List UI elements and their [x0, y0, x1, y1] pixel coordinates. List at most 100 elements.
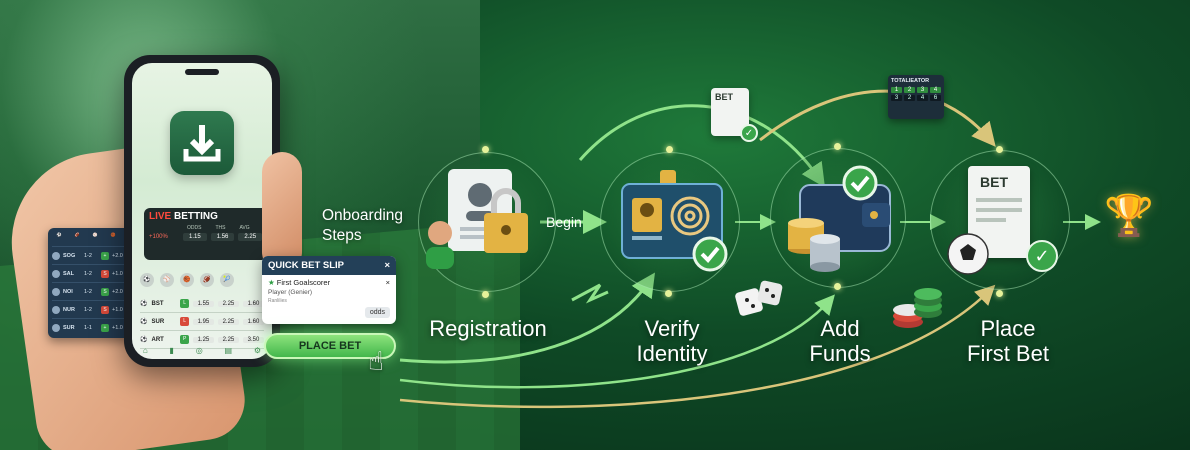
totalizator-cell: 2 [904, 87, 915, 93]
sport-tab-icon[interactable]: 🏈 [74, 232, 80, 237]
odd-value[interactable]: 1.60 [242, 318, 264, 325]
live-betting-title: LIVE BETTING [149, 211, 263, 222]
check-icon: ✓ [740, 124, 758, 142]
odds-row[interactable]: ⚽ BST L 1.55 2.25 1.60 [140, 295, 264, 313]
selection-sub: Ranlilies [268, 298, 287, 304]
score: 1-2 [84, 270, 92, 277]
sport-chip-icon[interactable]: ⚾ [160, 273, 174, 287]
totalizator-title: TOTALIEATOR [891, 78, 930, 84]
odd-value[interactable]: 1.15 [183, 233, 207, 241]
totalizator-cell: 1 [891, 87, 902, 93]
score-row[interactable]: SOG 1-2 + +2.0 [52, 246, 130, 264]
odd-value[interactable]: 2.25 [217, 318, 239, 325]
live-scores-panel: ⚽ 🏈 ⚾ 🏀 SOG 1-2 + +2.0 SAL 1-2 S +1.0 NO… [48, 228, 134, 338]
score-row[interactable]: SAL 1-2 S +1.0 [52, 264, 130, 282]
sport-chip-icon[interactable]: ⚽ [140, 273, 154, 287]
score-row[interactable]: NUR 1-2 S +1.0 [52, 300, 130, 318]
team-code: BST [151, 300, 164, 307]
score-row[interactable]: NOI 1-2 S +2.0 [52, 282, 130, 300]
odd-value[interactable]: 2.25 [217, 300, 239, 307]
hand-cursor-icon: ☝ [368, 346, 384, 376]
onboarding-line: Onboarding [322, 207, 404, 224]
star-icon: ★ [268, 278, 275, 287]
odd-value[interactable]: 1.95 [192, 318, 214, 325]
odd-value: +1.0 [112, 306, 123, 313]
team-code: NOI [63, 288, 73, 295]
odd-value[interactable]: 2.25 [217, 336, 239, 343]
phone-screen: LIVE BETTING ODDS THS AVG +100% 1.15 1.5… [132, 63, 272, 359]
col-header: ODDS [187, 225, 202, 231]
score-row[interactable]: SUR 1-1 + +1.0 [52, 318, 130, 336]
team-code: SOG [63, 252, 76, 259]
team-icon [52, 269, 60, 278]
quick-bet-slip[interactable]: QUICK BET SLIP × ★First Goalscorer × Pla… [262, 256, 396, 324]
odd-value[interactable]: 1.55 [192, 300, 214, 307]
totalizator-cell: 3 [917, 87, 928, 93]
sport-tab-icon[interactable]: 🏀 [110, 232, 116, 237]
home-icon[interactable]: ⌂ [142, 345, 148, 355]
odd-value: +2.0 [112, 288, 123, 295]
score: 1-2 [84, 288, 92, 295]
step-subtitle: Funds [809, 341, 871, 366]
status-badge: P [180, 335, 189, 344]
settings-icon[interactable]: ⚙ [253, 345, 262, 355]
remove-selection-icon[interactable]: × [385, 278, 390, 287]
status-badge: S [101, 287, 109, 296]
node-dot [482, 146, 489, 153]
sport-chip-icon[interactable]: 🎾 [220, 273, 234, 287]
wallet-coins-icon [788, 165, 891, 272]
live-betting-card[interactable]: LIVE BETTING ODDS THS AVG +100% 1.15 1.5… [144, 208, 268, 260]
slip-icon[interactable]: ▤ [224, 345, 233, 355]
step-label-registration: Registration [418, 316, 558, 341]
download-app-button[interactable] [170, 111, 234, 175]
sport-filter-row: ⚽ ⚾ 🏀 🏈 🎾 [140, 273, 234, 287]
trophy-icon: 🏆 [1104, 194, 1154, 238]
onboarding-steps-label: Onboarding Steps [322, 206, 403, 246]
node-dot [834, 283, 841, 290]
step-title: Registration [429, 316, 547, 341]
step-label-verify: Verify Identity [612, 316, 732, 366]
team-icon [52, 323, 60, 332]
casino-chips-icon [893, 288, 942, 328]
odds-row[interactable]: ⚽ SUR L 1.95 2.25 1.60 [140, 313, 264, 331]
odd-value[interactable]: 3.50 [242, 336, 264, 343]
ball-nav-icon[interactable]: ◎ [195, 345, 203, 355]
status-badge: L [180, 299, 189, 308]
odd-value[interactable]: 2.25 [238, 233, 263, 241]
place-bet-button[interactable]: PLACE BET [264, 333, 396, 359]
bet-slip-label: BET [980, 174, 1008, 190]
bet-note-label: BET [715, 92, 733, 102]
node-dot [482, 291, 489, 298]
sport-chip-icon[interactable]: 🏈 [200, 273, 214, 287]
stats-icon[interactable]: ▮ [169, 345, 174, 355]
odds-row[interactable]: ⚽ ART P 1.25 2.25 3.50 [140, 331, 264, 349]
step-title: Place [980, 316, 1036, 341]
sport-tab-icon[interactable]: ⚾ [92, 232, 98, 237]
onboarding-line: Steps [322, 227, 362, 244]
status-badge: L [180, 317, 189, 326]
odd-value[interactable]: 1.60 [242, 300, 264, 307]
bet-slip-large-icon: BET [968, 166, 1030, 258]
close-icon[interactable]: × [384, 260, 390, 271]
odds-button[interactable]: odds [364, 307, 390, 318]
team-code: NUR [63, 306, 75, 313]
begin-label: Begin [546, 214, 582, 230]
odd-value[interactable]: 1.56 [210, 233, 235, 241]
odd-value[interactable]: 1.25 [192, 336, 214, 343]
node-dot [996, 290, 1003, 297]
odd-value: +1.0 [112, 324, 123, 331]
player-label: Player (Genier) [268, 289, 313, 296]
status-badge: + [101, 251, 109, 260]
live-prefix: LIVE [149, 211, 172, 222]
team-icon [52, 287, 60, 296]
status-badge: S [101, 305, 109, 314]
status-badge: S [101, 269, 109, 278]
team-code: SUR [63, 324, 75, 331]
sport-tab-icon[interactable]: ⚽ [56, 232, 62, 237]
totalizator-board: TOTALIEATOR 1 2 3 4 3 2 4 6 [888, 75, 944, 119]
sport-chip-icon[interactable]: 🏀 [180, 273, 194, 287]
odd-value: +2.0 [112, 252, 123, 259]
team-code: ART [151, 336, 164, 343]
step-label-bet: Place First Bet [948, 316, 1068, 366]
ball-icon: ⚽ [140, 337, 148, 343]
